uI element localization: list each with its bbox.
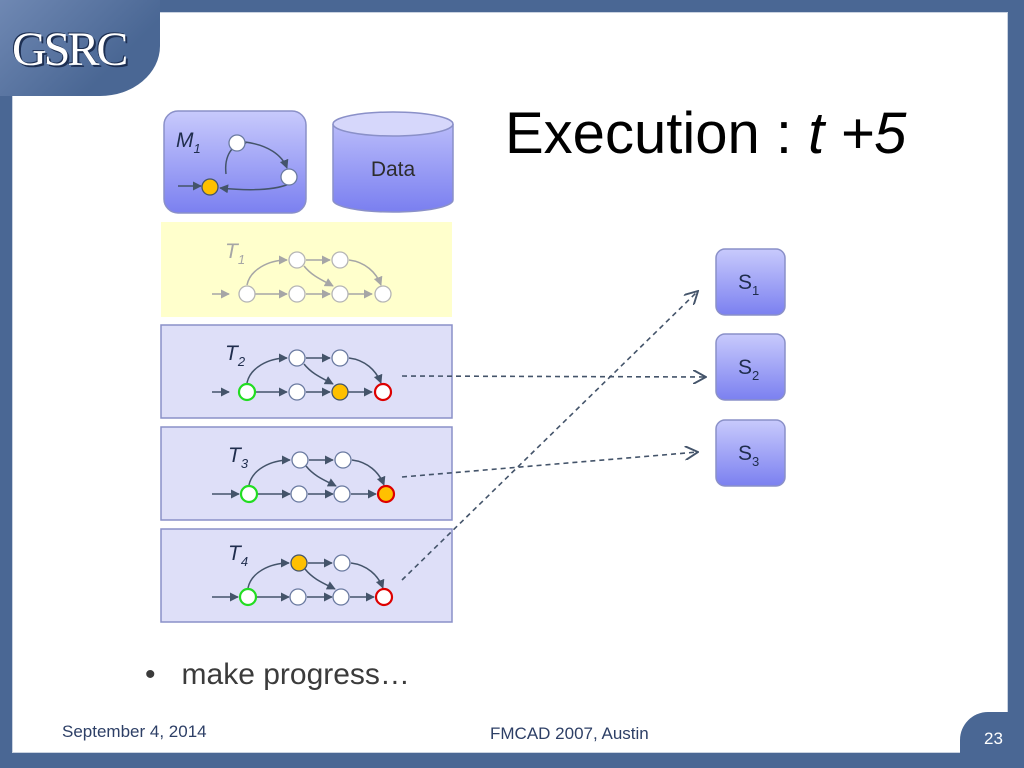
state-s3-label: S3 (738, 442, 759, 469)
footer-conference: FMCAD 2007, Austin (490, 724, 649, 743)
m1-node (280, 168, 298, 186)
bullet-text: make progress… (181, 658, 410, 691)
t4-current-node (290, 554, 308, 572)
m1-edge (219, 183, 290, 194)
m1-node (228, 134, 246, 152)
state-s2-label: S2 (738, 356, 759, 383)
t4-start-node (238, 587, 258, 607)
title-prefix: Execution : (505, 101, 809, 166)
page-number-tab (960, 712, 1024, 768)
t4-end-node (374, 587, 394, 607)
t3-start-node (239, 484, 259, 504)
thread-t4-box (160, 528, 453, 623)
state-s2: S2 (715, 333, 786, 401)
thread-t4-label: T4 (228, 542, 248, 569)
bullet-dot-icon: • (145, 658, 156, 691)
thread-t1: T1 (161, 222, 452, 317)
model-label: M1 (176, 129, 201, 156)
thread-t2-box (160, 324, 453, 419)
gsrc-logo: GSRC (0, 0, 160, 96)
thread-t1-label: T1 (225, 240, 245, 267)
t2-current-node (331, 383, 349, 401)
thread-t4: T4 (160, 528, 453, 623)
page-number: 23 (984, 729, 1003, 748)
t2-end-node (373, 382, 393, 402)
t3-to-s3-arrow (401, 452, 698, 478)
logo-text: GSRC (12, 23, 128, 76)
bullet-item: • make progress… (145, 658, 410, 692)
model-m1-box: M1 (163, 110, 307, 214)
state-s1: S1 (715, 248, 786, 316)
thread-t2-label: T2 (225, 342, 246, 369)
slide-title: Execution : t +5 (505, 100, 906, 167)
state-s3: S3 (715, 419, 786, 487)
state-s1-label: S1 (738, 271, 759, 298)
t2-to-s2-arrow (401, 376, 706, 377)
footer-date: September 4, 2014 (62, 722, 207, 741)
t4-to-s1-arrow (401, 291, 698, 581)
title-variable: t +5 (808, 101, 907, 166)
thread-t3: T3 (160, 426, 453, 521)
m1-edge (244, 141, 289, 169)
m1-current-node (201, 178, 219, 196)
data-store-label: Data (371, 158, 416, 181)
thread-t3-label: T3 (228, 444, 249, 471)
data-store: Data (332, 111, 454, 213)
thread-t3-box (160, 426, 453, 521)
thread-t2: T2 (160, 324, 453, 419)
t2-start-node (237, 382, 257, 402)
t3-current-end-node (376, 484, 396, 504)
